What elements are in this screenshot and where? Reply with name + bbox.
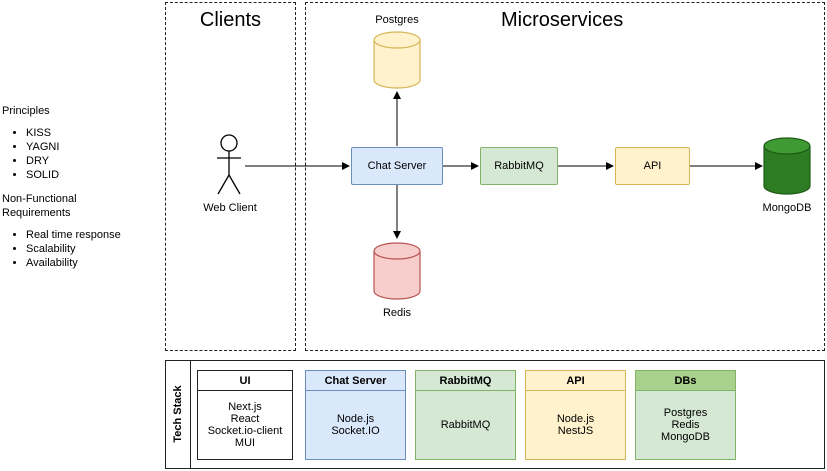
api-node: API xyxy=(615,147,690,185)
principles-heading: Principles xyxy=(2,105,50,117)
tech-item: Next.js xyxy=(228,401,262,413)
tech-item: NestJS xyxy=(557,425,594,437)
rabbitmq-node: RabbitMQ xyxy=(480,147,558,185)
tech-item: MUI xyxy=(234,437,256,449)
tech-item: Postgres xyxy=(663,407,708,419)
redis-label: Redis xyxy=(382,307,412,319)
tech-card-api: API Node.js NestJS xyxy=(525,370,626,460)
tech-item: Node.js xyxy=(556,413,595,425)
clients-container: Clients xyxy=(165,2,296,351)
nfr-item: Real time response xyxy=(26,228,162,242)
principles-list: KISS YAGNI DRY SOLID xyxy=(2,126,162,182)
tech-stack-label-column: Tech Stack xyxy=(166,361,191,468)
tech-item: Node.js xyxy=(336,413,375,425)
mongodb-cylinder-icon xyxy=(763,137,811,195)
chat-server-node: Chat Server xyxy=(351,147,443,185)
tech-stack-panel: Tech Stack xyxy=(165,360,825,469)
tech-card-chat-server: Chat Server Node.js Socket.IO xyxy=(305,370,406,460)
tech-item: Socket.IO xyxy=(331,425,380,437)
tech-item: React xyxy=(230,413,260,425)
nfr-item: Scalability xyxy=(26,242,162,256)
postgres-cylinder-icon xyxy=(373,31,421,89)
tech-card-body: Next.js React Socket.io-client MUI xyxy=(198,391,292,459)
tech-card-body: RabbitMQ xyxy=(416,391,515,459)
tech-card-body: Postgres Redis MongoDB xyxy=(636,391,735,459)
notes-panel: Principles KISS YAGNI DRY SOLID Non-Func… xyxy=(2,104,162,280)
tech-card-header: Chat Server xyxy=(306,371,405,391)
tech-card-rabbitmq: RabbitMQ RabbitMQ xyxy=(415,370,516,460)
tech-card-body: Node.js Socket.IO xyxy=(306,391,405,459)
mongodb-label: MongoDB xyxy=(762,202,812,214)
tech-card-header: UI xyxy=(198,371,292,391)
tech-card-header: DBs xyxy=(636,371,735,391)
microservices-container: Microservices xyxy=(305,2,825,351)
tech-item: Socket.io-client xyxy=(207,425,283,437)
tech-card-body: Node.js NestJS xyxy=(526,391,625,459)
microservices-title: Microservices xyxy=(501,9,624,31)
redis-cylinder-icon xyxy=(373,242,421,300)
clients-title: Clients xyxy=(199,9,262,31)
nfr-item: Availability xyxy=(26,256,162,270)
tech-card-dbs: DBs Postgres Redis MongoDB xyxy=(635,370,736,460)
nfr-heading: Non-Functional Requirements xyxy=(2,193,77,219)
tech-item: Redis xyxy=(671,419,700,431)
tech-item: MongoDB xyxy=(661,431,710,443)
principle-item: SOLID xyxy=(26,168,162,182)
user-actor-icon xyxy=(217,134,241,195)
nfr-list: Real time response Scalability Availabil… xyxy=(2,228,162,270)
diagram-canvas xyxy=(217,31,811,300)
web-client-label: Web Client xyxy=(203,202,257,214)
tech-stack-label: Tech Stack xyxy=(172,385,184,443)
tech-item: RabbitMQ xyxy=(440,419,491,431)
tech-card-header: API xyxy=(526,371,625,391)
postgres-label: Postgres xyxy=(375,14,419,26)
principle-item: YAGNI xyxy=(26,140,162,154)
principle-item: KISS xyxy=(26,126,162,140)
principle-item: DRY xyxy=(26,154,162,168)
tech-card-header: RabbitMQ xyxy=(416,371,515,391)
tech-card-ui: UI Next.js React Socket.io-client MUI xyxy=(197,370,293,460)
